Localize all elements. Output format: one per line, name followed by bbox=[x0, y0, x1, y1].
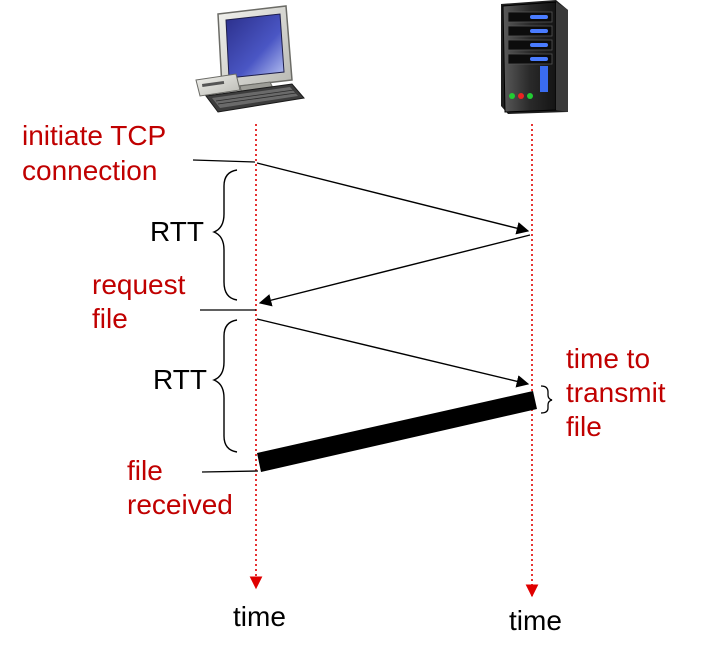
request-arrow bbox=[256, 318, 530, 388]
initiate-label-line1: initiate TCP bbox=[22, 120, 166, 151]
received-leader-line bbox=[201, 470, 259, 473]
desktop-computer-icon bbox=[195, 5, 305, 113]
initiate-label-line2: connection bbox=[22, 155, 157, 186]
transmit-label-line2: transmit bbox=[566, 377, 666, 408]
server-time-label: time bbox=[509, 605, 562, 636]
request-label-line2: file bbox=[92, 303, 128, 334]
syn-ack-arrow bbox=[258, 234, 531, 307]
transmit-label-line1: time to bbox=[566, 343, 650, 374]
initiate-leader-line bbox=[192, 159, 256, 163]
transmit-brace bbox=[540, 385, 553, 414]
rtt-label-1: RTT bbox=[150, 216, 204, 247]
rtt-brace-1 bbox=[212, 169, 238, 301]
rtt-label-2: RTT bbox=[153, 364, 207, 395]
file-transmission-bar bbox=[257, 391, 537, 472]
received-label-line1: file bbox=[127, 455, 163, 486]
request-label-line1: request bbox=[92, 269, 186, 300]
client-time-label: time bbox=[233, 601, 286, 632]
syn-arrow bbox=[256, 162, 530, 235]
server-tower-icon bbox=[501, 0, 568, 114]
received-label-line2: received bbox=[127, 489, 233, 520]
rtt-brace-2 bbox=[212, 319, 238, 453]
transmit-label-line3: file bbox=[566, 411, 602, 442]
